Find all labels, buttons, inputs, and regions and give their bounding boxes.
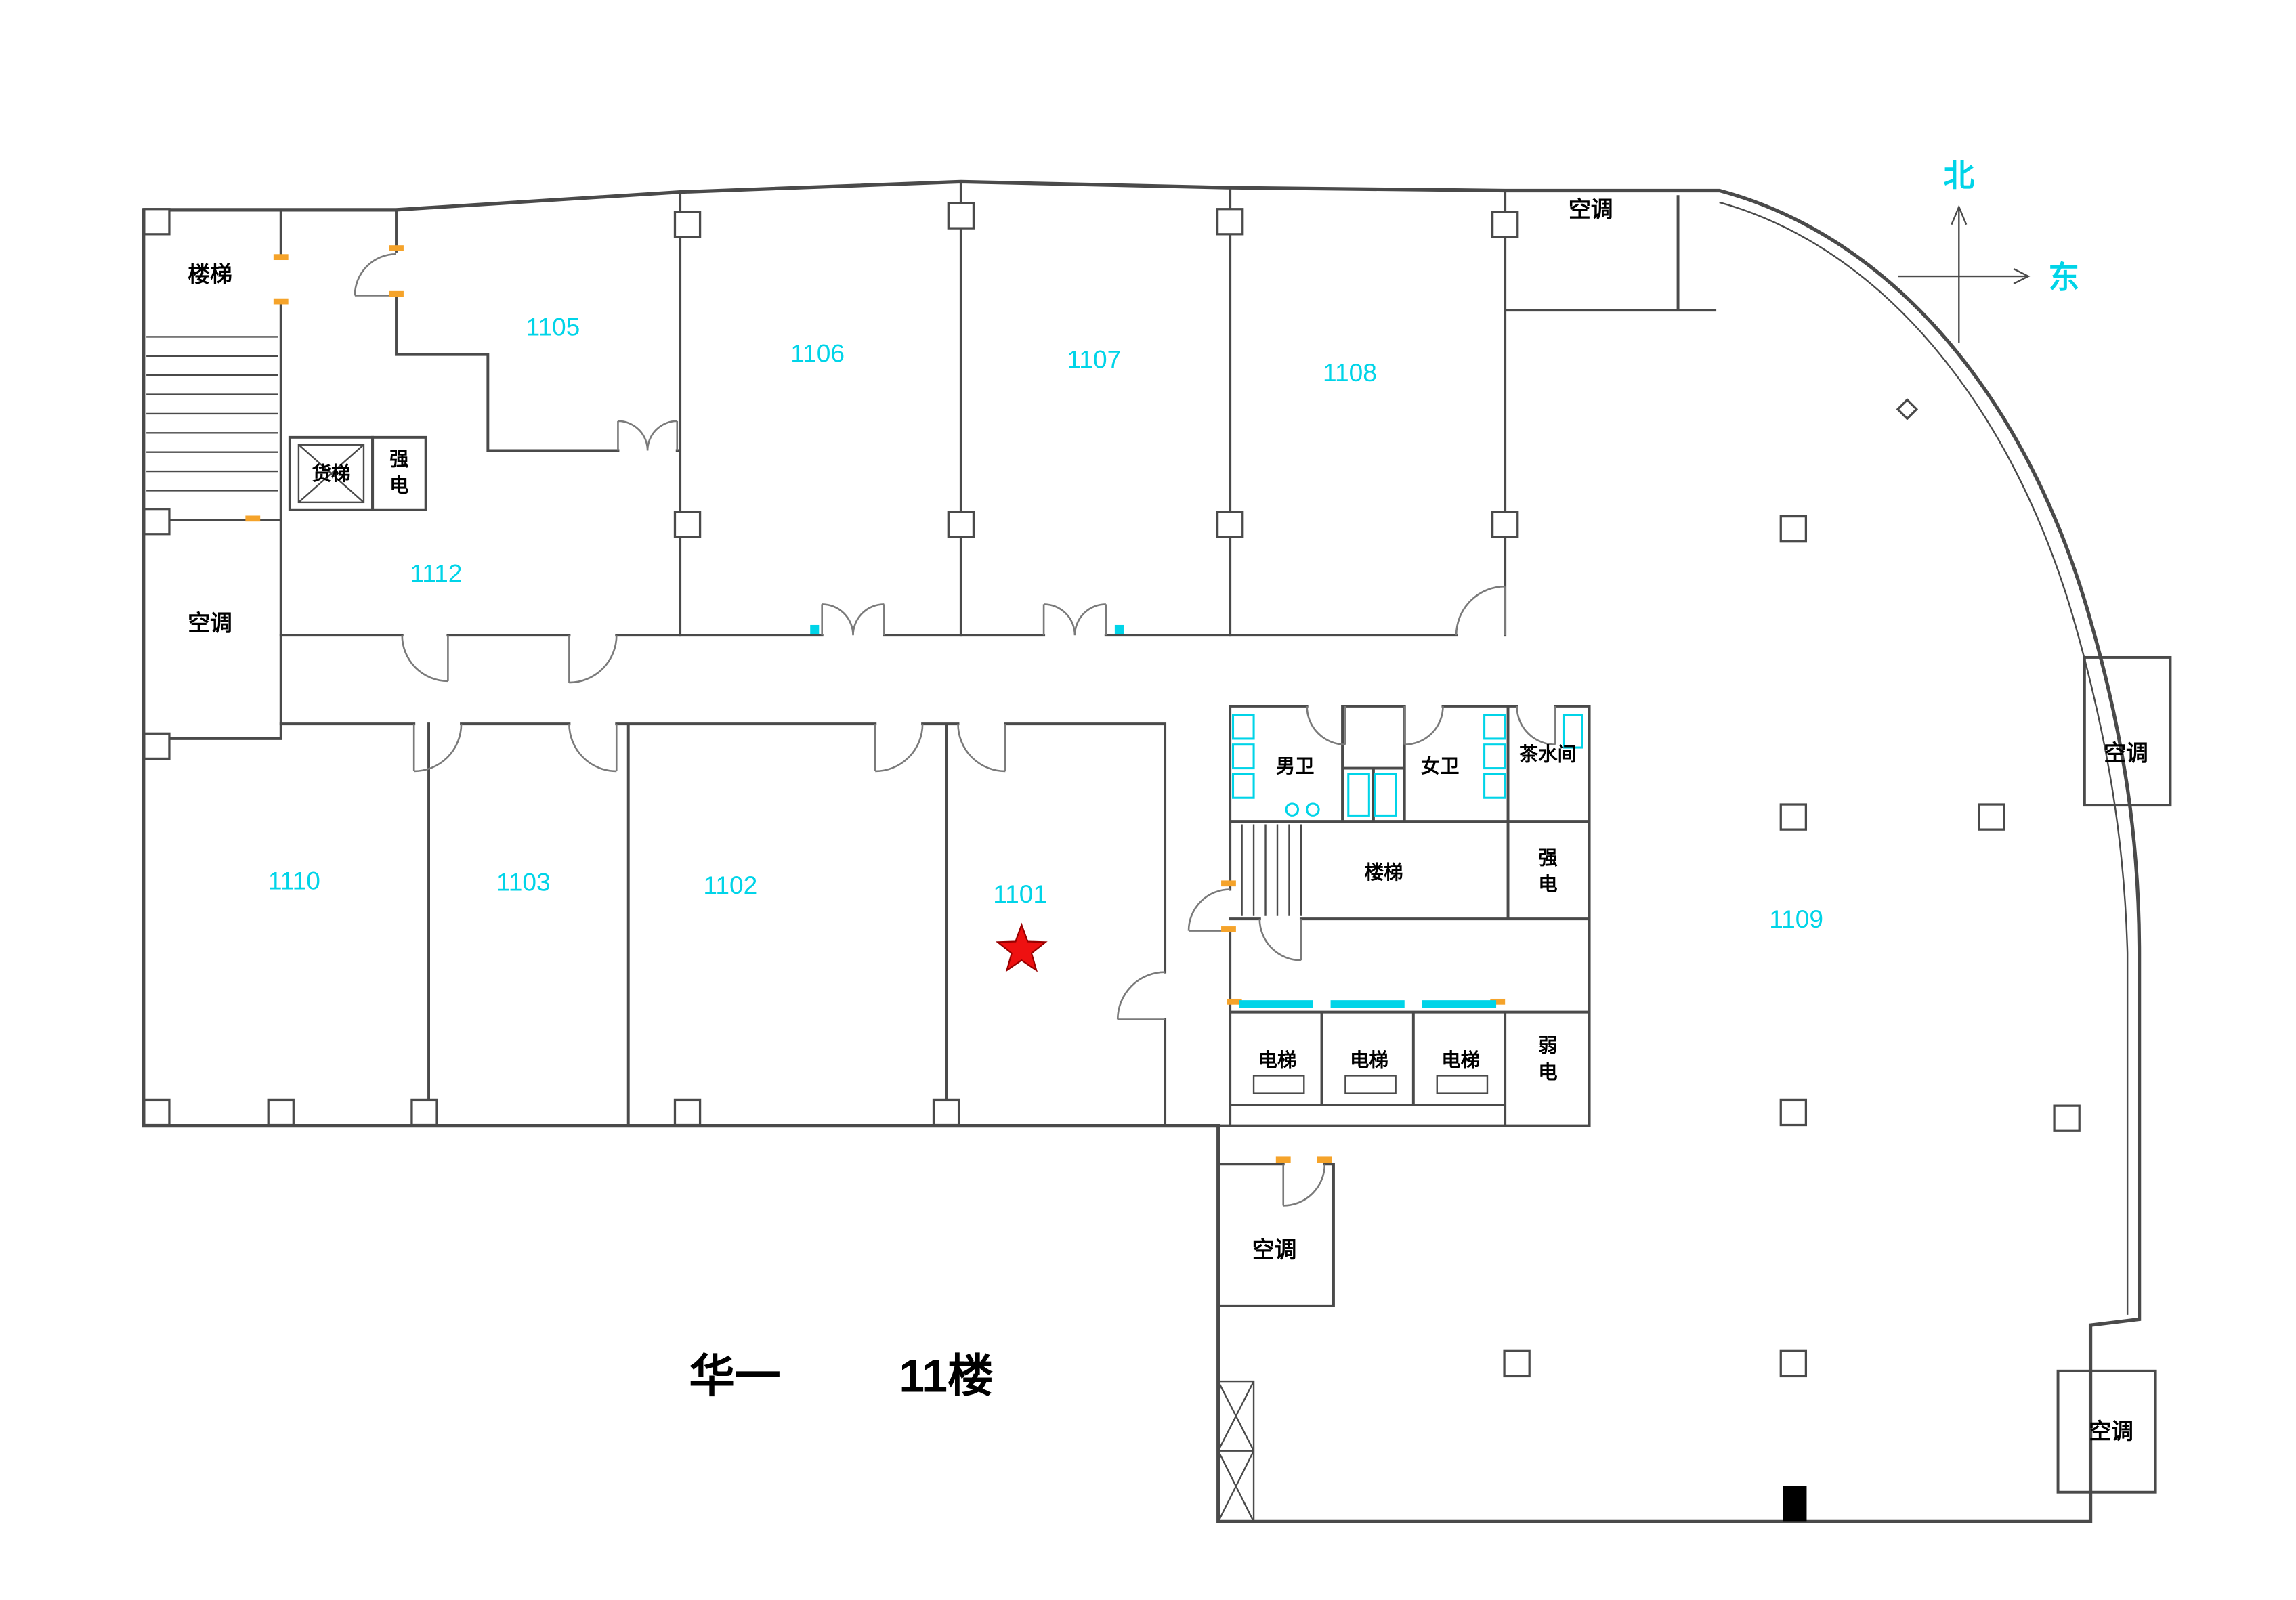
interior-walls — [142, 180, 2172, 1494]
stairs-core-treads — [1241, 824, 1302, 916]
label-ac-southeast: 空调 — [2089, 1419, 2133, 1444]
label-weak-elec-2: 电 — [1538, 1062, 1557, 1083]
east-arrow-icon — [1898, 268, 2031, 284]
toilet-fixtures — [1231, 714, 1583, 817]
hatched-shaft — [1217, 1380, 1255, 1523]
room-label-1107: 1107 — [1067, 345, 1121, 373]
compass: 北 东 — [1898, 158, 2079, 343]
label-elevator-3: 电梯 — [1441, 1050, 1480, 1071]
label-strong-elec-nw-1: 强 — [389, 448, 408, 470]
door-jamb-marks — [245, 245, 1506, 1163]
label-ac-north: 空调 — [1569, 197, 1613, 222]
room-label-1102: 1102 — [703, 871, 757, 899]
label-freight-elevator: 货梯 — [312, 462, 351, 485]
drawing-title: 华一 11楼 — [689, 1351, 993, 1402]
label-mens-toilet: 男卫 — [1276, 756, 1315, 777]
star-marker-icon — [995, 922, 1048, 972]
label-stairs-nw: 楼梯 — [188, 262, 232, 287]
outer-walls — [142, 179, 2142, 1523]
label-strong-elec-nw-2: 电 — [389, 475, 408, 497]
label-elevator-2: 电梯 — [1350, 1050, 1388, 1071]
label-strong-elec-core-2: 电 — [1538, 874, 1557, 896]
title-building: 华一 — [689, 1351, 780, 1402]
room-label-1101: 1101 — [993, 880, 1047, 908]
room-label-1112: 1112 — [410, 559, 462, 588]
filled-column — [1783, 1486, 1807, 1522]
room-label-1103: 1103 — [496, 868, 551, 896]
compass-north-label: 北 — [1943, 158, 1974, 193]
label-weak-elec-1: 弱 — [1538, 1035, 1557, 1057]
title-floor: 11楼 — [899, 1351, 993, 1402]
room-label-1110: 1110 — [268, 867, 320, 895]
label-ac-west: 空调 — [188, 611, 232, 636]
north-arrow-icon — [1951, 204, 1968, 343]
room-label-1105: 1105 — [526, 312, 580, 341]
stairs-nw-treads — [146, 336, 278, 492]
compass-east-label: 东 — [2048, 260, 2079, 295]
label-stairs-core: 楼梯 — [1365, 862, 1403, 884]
ac-room-southeast-outline — [2056, 1369, 2157, 1494]
label-elevator-1: 电梯 — [1258, 1050, 1297, 1071]
label-strong-elec-core-1: 强 — [1538, 847, 1557, 869]
label-womens-toilet: 女卫 — [1421, 755, 1460, 777]
elevator-cabs — [1252, 1075, 1489, 1094]
door-swings — [354, 253, 1556, 1207]
freight-elevator-shaft — [288, 435, 427, 511]
room-label-1109: 1109 — [1769, 905, 1823, 933]
ac-room-east-outline — [2083, 655, 2172, 807]
room-number-labels: 1105 1106 1107 1108 1112 1110 1103 1102 … — [268, 312, 1823, 933]
label-ac-east: 空调 — [2104, 741, 2148, 766]
elevator-door-sills — [810, 624, 1497, 1008]
label-tea-room: 茶水间 — [1519, 744, 1577, 766]
columns — [143, 202, 2081, 1378]
facility-labels: 楼梯 货梯 强 电 空调 空调 男卫 女卫 茶水间 楼梯 强 电 电梯 电梯 电… — [188, 197, 2148, 1444]
room-label-1108: 1108 — [1323, 358, 1377, 387]
room-label-1106: 1106 — [790, 339, 845, 368]
label-ac-south: 空调 — [1252, 1237, 1296, 1262]
